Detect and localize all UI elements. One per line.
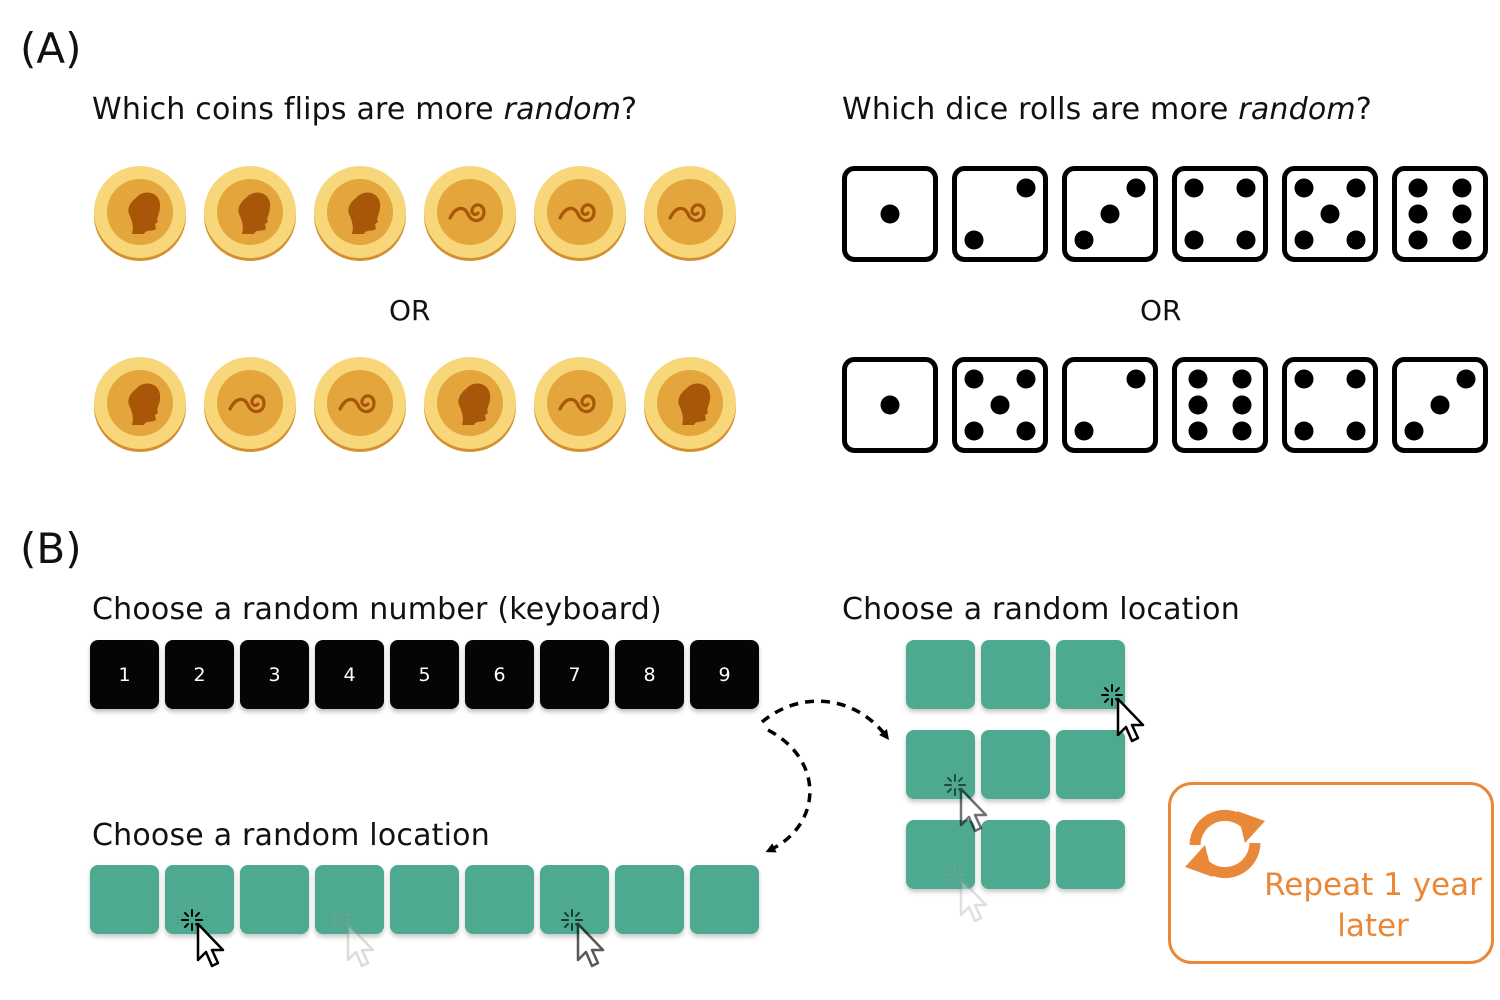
number-task-heading: Choose a random number (keyboard)	[92, 592, 662, 627]
coins-or-label: OR	[389, 294, 431, 327]
key-6[interactable]: 6	[465, 640, 534, 709]
grid-tile-r2-c3[interactable]	[1056, 730, 1125, 799]
dice-or-label: OR	[1140, 294, 1182, 327]
repeat-label: Repeat 1 year later	[1264, 867, 1482, 944]
key-1[interactable]: 1	[90, 640, 159, 709]
linear-tile-5[interactable]	[390, 865, 459, 934]
coins-question-emphasis: random	[503, 92, 622, 127]
coin-1-heads	[92, 357, 188, 457]
coins-question-suffix: ?	[621, 92, 638, 127]
grid-location-tiles	[906, 640, 1125, 889]
die-1-1	[842, 166, 938, 266]
die-5-4	[1282, 357, 1378, 457]
linear-tile-3[interactable]	[240, 865, 309, 934]
key-9[interactable]: 9	[690, 640, 759, 709]
coin-6-heads	[642, 357, 738, 457]
coin-3-tails	[312, 357, 408, 457]
key-4[interactable]: 4	[315, 640, 384, 709]
dice-question-suffix: ?	[1355, 92, 1372, 127]
grid-tile-r3-c1[interactable]	[906, 820, 975, 889]
linear-tile-2[interactable]	[165, 865, 234, 934]
grid-tile-r1-c2[interactable]	[981, 640, 1050, 709]
dice-sequence-1	[842, 166, 1488, 266]
dice-question-prefix: Which dice rolls are more	[842, 92, 1239, 127]
linear-tile-4[interactable]	[315, 865, 384, 934]
coin-3-heads	[312, 166, 408, 266]
key-3[interactable]: 3	[240, 640, 309, 709]
dice-sequence-2	[842, 357, 1488, 457]
die-6-3	[1392, 357, 1488, 457]
coins-question: Which coins flips are more random?	[92, 92, 637, 127]
coin-sequence-1	[92, 166, 738, 266]
linear-location-heading: Choose a random location	[92, 818, 490, 853]
die-4-4	[1172, 166, 1268, 266]
panel-a-label: (A)	[20, 24, 82, 73]
die-2-2	[952, 166, 1048, 266]
coin-1-heads	[92, 166, 188, 266]
die-4-6	[1172, 357, 1268, 457]
grid-tile-r2-c1[interactable]	[906, 730, 975, 799]
coin-6-tails	[642, 166, 738, 266]
linear-location-tiles	[90, 865, 759, 934]
arrow-to-linear	[765, 728, 812, 853]
linear-tile-1[interactable]	[90, 865, 159, 934]
panel-b-label: (B)	[20, 524, 82, 573]
key-2[interactable]: 2	[165, 640, 234, 709]
die-5-5	[1282, 166, 1378, 266]
coin-sequence-2	[92, 357, 738, 457]
coin-4-heads	[422, 357, 518, 457]
coin-2-tails	[202, 357, 298, 457]
grid-tile-r3-c2[interactable]	[981, 820, 1050, 889]
die-6-6	[1392, 166, 1488, 266]
die-1-1	[842, 357, 938, 457]
grid-tile-r2-c2[interactable]	[981, 730, 1050, 799]
coin-4-tails	[422, 166, 518, 266]
arrow-to-grid	[760, 699, 890, 740]
linear-tile-6[interactable]	[465, 865, 534, 934]
key-7[interactable]: 7	[540, 640, 609, 709]
grid-tile-r1-c1[interactable]	[906, 640, 975, 709]
coins-question-prefix: Which coins flips are more	[92, 92, 504, 127]
circular-arrows-icon	[1185, 809, 1265, 879]
key-8[interactable]: 8	[615, 640, 684, 709]
repeat-box: Repeat 1 year later	[1168, 782, 1494, 964]
coin-2-heads	[202, 166, 298, 266]
dice-question: Which dice rolls are more random?	[842, 92, 1372, 127]
grid-location-heading: Choose a random location	[842, 592, 1240, 627]
transition-arrows	[760, 699, 890, 853]
coin-5-tails	[532, 357, 628, 457]
die-3-3	[1062, 166, 1158, 266]
dice-question-emphasis: random	[1238, 92, 1356, 127]
die-2-5	[952, 357, 1048, 457]
grid-tile-r3-c3[interactable]	[1056, 820, 1125, 889]
die-3-2	[1062, 357, 1158, 457]
key-5[interactable]: 5	[390, 640, 459, 709]
linear-tile-8[interactable]	[615, 865, 684, 934]
grid-tile-r1-c3[interactable]	[1056, 640, 1125, 709]
linear-tile-9[interactable]	[690, 865, 759, 934]
linear-tile-7[interactable]	[540, 865, 609, 934]
coin-5-tails	[532, 166, 628, 266]
